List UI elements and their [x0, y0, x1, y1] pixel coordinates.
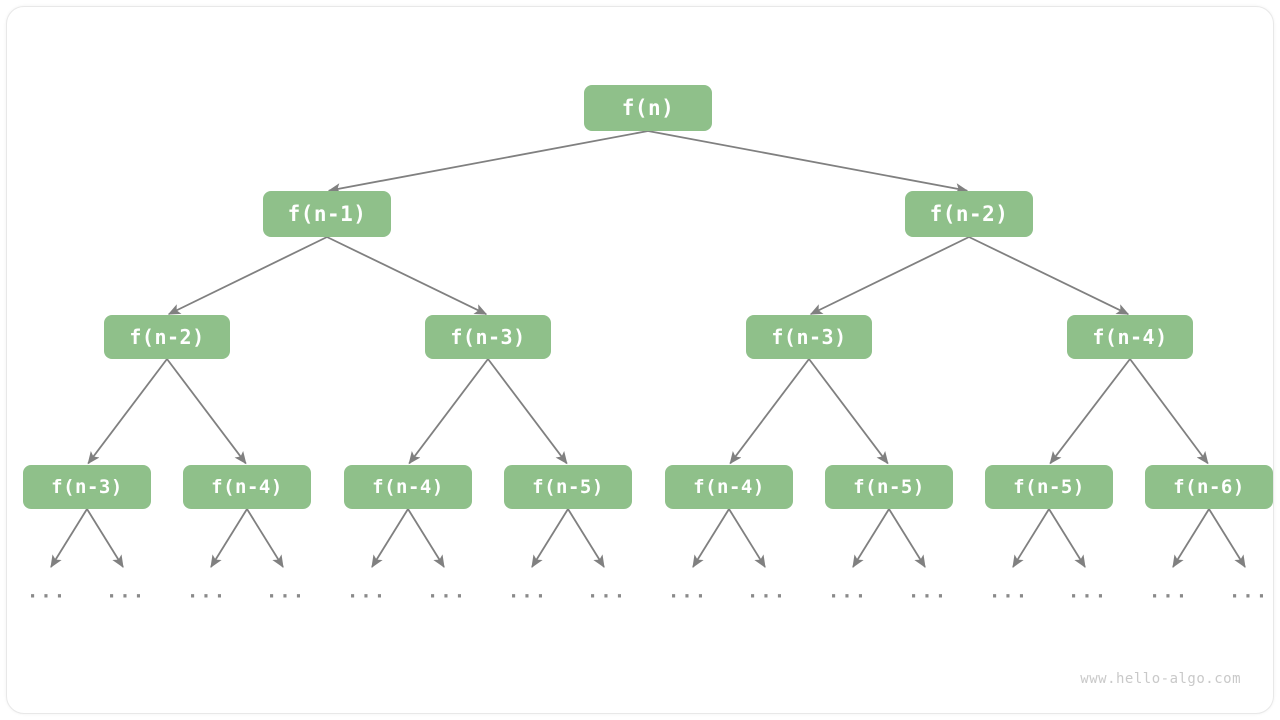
ellipsis-marker: ...: [988, 580, 1030, 603]
tree-edge: [167, 236, 328, 315]
tree-node: f(n-4): [665, 465, 793, 509]
tree-leaf-edge: [1012, 508, 1050, 568]
diagram-frame: f(n) f(n-1) f(n-2) f(n-2) f(n-3) f(n-3) f(n-4)…: [6, 6, 1274, 714]
ellipsis-marker: ...: [1228, 580, 1270, 603]
tree-leaf-edge: [1208, 508, 1246, 568]
ellipsis-marker: ...: [1067, 580, 1109, 603]
tree-leaf-edge: [531, 508, 569, 568]
ellipsis-marker: ...: [346, 580, 388, 603]
tree-leaf-edge: [1172, 508, 1210, 568]
tree-edge: [647, 130, 969, 194]
tree-node: f(n): [584, 85, 712, 131]
tree-node: f(n-4): [1067, 315, 1193, 359]
ellipsis-marker: ...: [827, 580, 869, 603]
ellipsis-marker: ...: [507, 580, 549, 603]
tree-leaf-edge: [728, 508, 766, 568]
tree-edge: [1129, 358, 1209, 465]
tree-edge: [729, 358, 810, 465]
tree-leaf-edge: [407, 508, 445, 568]
tree-node-label: f(n-1): [287, 201, 367, 226]
tree-node: f(n-5): [504, 465, 632, 509]
tree-leaf-edge: [50, 508, 88, 568]
tree-node-label: f(n-3): [450, 325, 526, 349]
ellipsis-marker: ...: [667, 580, 709, 603]
tree-edge: [87, 358, 168, 465]
tree-node: f(n-3): [746, 315, 872, 359]
tree-node: f(n-6): [1145, 465, 1273, 509]
tree-edge: [326, 236, 488, 315]
tree-node: f(n-2): [905, 191, 1033, 237]
tree-node-label: f(n-4): [211, 475, 283, 498]
tree-node-label: f(n-4): [372, 475, 444, 498]
tree-node-label: f(n-5): [1013, 475, 1085, 498]
tree-leaf-edge: [888, 508, 926, 568]
tree-node: f(n-2): [104, 315, 230, 359]
tree-edge: [809, 236, 970, 315]
tree-edge: [808, 358, 889, 465]
leaf-edge-group: [50, 508, 1246, 568]
tree-node-label: f(n-3): [51, 475, 123, 498]
tree-node-label: f(n-5): [532, 475, 604, 498]
tree-edge: [408, 358, 489, 465]
tree-edge: [487, 358, 568, 465]
ellipsis-marker: ...: [1148, 580, 1190, 603]
ellipsis-marker: ...: [426, 580, 468, 603]
tree-node: f(n-3): [23, 465, 151, 509]
ellipsis-marker: ...: [265, 580, 307, 603]
tree-node-label: f(n-2): [129, 325, 205, 349]
ellipsis-marker: ...: [907, 580, 949, 603]
tree-leaf-edge: [86, 508, 124, 568]
tree-edge: [166, 358, 247, 465]
tree-leaf-edge: [692, 508, 730, 568]
watermark: www.hello-algo.com: [1080, 671, 1241, 687]
tree-node-label: f(n): [621, 95, 675, 120]
tree-node-label: f(n-2): [929, 201, 1009, 226]
ellipsis-marker: ...: [26, 580, 68, 603]
ellipsis-marker: ...: [746, 580, 788, 603]
tree-edge: [327, 130, 649, 194]
tree-node-label: f(n-4): [693, 475, 765, 498]
tree-node-label: f(n-6): [1173, 475, 1245, 498]
tree-node-label: f(n-3): [771, 325, 847, 349]
tree-leaf-edge: [852, 508, 890, 568]
tree-node: f(n-1): [263, 191, 391, 237]
tree-node: f(n-5): [825, 465, 953, 509]
tree-leaf-edge: [567, 508, 605, 568]
tree-leaf-edge: [210, 508, 248, 568]
tree-leaf-edge: [371, 508, 409, 568]
edge-group: [87, 130, 1209, 465]
tree-leaf-edge: [246, 508, 284, 568]
tree-node: f(n-4): [344, 465, 472, 509]
tree-node: f(n-5): [985, 465, 1113, 509]
ellipsis-marker: ...: [105, 580, 147, 603]
tree-node-label: f(n-5): [853, 475, 925, 498]
tree-node-label: f(n-4): [1092, 325, 1168, 349]
tree-node: f(n-3): [425, 315, 551, 359]
tree-edge: [1049, 358, 1131, 465]
recursion-tree-edges: [50, 130, 1246, 568]
ellipsis-marker: ...: [586, 580, 628, 603]
ellipsis-marker: ...: [186, 580, 228, 603]
tree-leaf-edge: [1048, 508, 1086, 568]
tree-node: f(n-4): [183, 465, 311, 509]
tree-edge: [968, 236, 1130, 315]
